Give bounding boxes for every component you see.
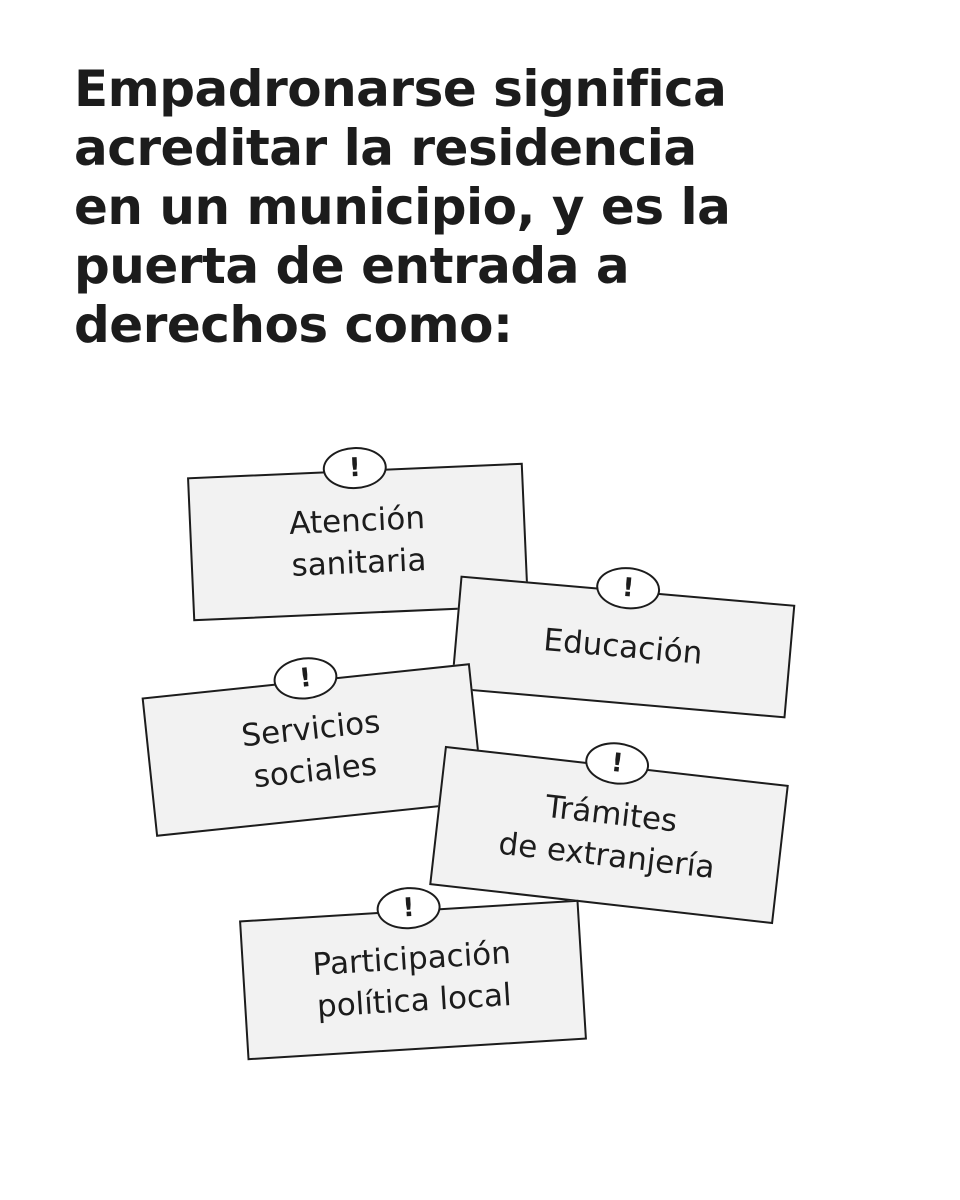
card-tramites-extranjeria: ! Trámites de extranjería — [429, 738, 789, 925]
card-participacion-politica: ! Participación política local — [239, 885, 587, 1061]
card-label: Atención sanitaria — [288, 500, 428, 584]
card-label: Trámites de extranjería — [496, 788, 717, 887]
exclamation-icon: ! — [271, 654, 340, 703]
exclamation-icon: ! — [321, 445, 388, 491]
card-label: Servicios sociales — [239, 703, 382, 796]
exclamation-icon: ! — [582, 738, 652, 788]
exclamation-icon: ! — [375, 885, 442, 932]
card-label: Educación — [542, 622, 704, 672]
card-servicios-sociales: ! Servicios sociales — [141, 654, 485, 837]
exclamation-icon: ! — [594, 564, 662, 612]
card-educacion: ! Educación — [450, 564, 796, 719]
card-label: Participación política local — [311, 935, 513, 1025]
headline: Empadronarse significa acreditar la resi… — [74, 60, 731, 354]
